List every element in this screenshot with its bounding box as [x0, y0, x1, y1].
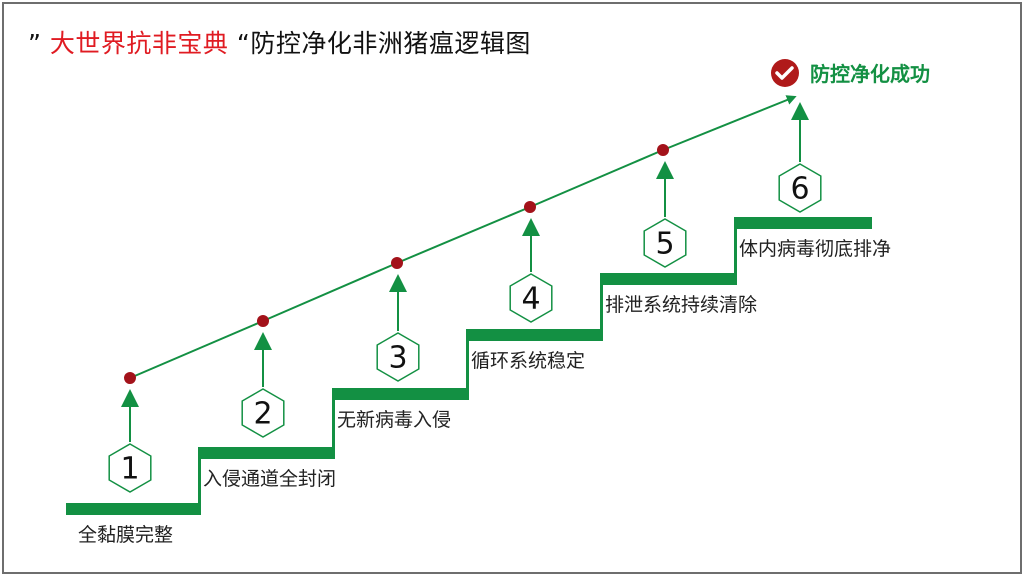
milestone-dot: [124, 372, 136, 384]
step-riser: [198, 447, 201, 515]
step-number: 3: [388, 341, 407, 376]
step-riser: [466, 329, 469, 400]
step-bar: [600, 273, 736, 285]
step-label: 排泄系统持续清除: [605, 294, 757, 316]
title-rest: 防控净化非洲猪瘟逻辑图: [250, 29, 531, 58]
title-close-quote: “: [236, 29, 251, 58]
hexagon-badge: [376, 332, 420, 382]
hexagon-badge: [643, 218, 687, 268]
step-label: 全黏膜完整: [78, 524, 173, 546]
step-1: 1 全黏膜完整: [66, 372, 200, 546]
step-4: 4 循环系统稳定: [466, 201, 602, 400]
goal-label: 防控净化成功: [810, 62, 930, 86]
step-riser: [332, 388, 335, 459]
hexagon-badge: [241, 388, 285, 438]
step-2: 2 入侵通道全封闭: [198, 315, 336, 515]
step-bar: [466, 329, 602, 341]
trend-line-segment: [529, 149, 664, 208]
step-label: 无新病毒入侵: [337, 409, 451, 431]
step-bar: [734, 217, 872, 229]
milestone-dot: [257, 315, 269, 327]
step-bar: [332, 388, 468, 400]
title-open-quote: ”: [28, 29, 42, 58]
trend-line-segment: [396, 206, 531, 264]
milestone-dot: [391, 257, 403, 269]
milestone-dot: [657, 144, 669, 156]
trend-line-segment: [262, 262, 398, 322]
step-number: 6: [790, 172, 809, 207]
step-label: 入侵通道全封闭: [203, 468, 336, 490]
step-number: 1: [120, 452, 139, 487]
hexagon-badge: [108, 443, 152, 493]
milestone-dot: [524, 201, 536, 213]
step-number: 4: [521, 282, 540, 317]
trend-line-segment: [129, 320, 264, 379]
step-number: 5: [655, 227, 674, 262]
trend-arrow-to-goal: [662, 95, 797, 151]
step-6: 6 体内病毒彻底排净: [734, 102, 891, 285]
step-5: 5 排泄系统持续清除: [600, 144, 757, 341]
page-title: ” 大世界抗非宝典 “防控净化非洲猪瘟逻辑图: [28, 24, 531, 60]
step-label: 循环系统稳定: [471, 350, 585, 372]
checkmark-icon: [775, 66, 794, 80]
step-number: 2: [253, 397, 272, 432]
step-riser: [734, 217, 737, 285]
title-highlight: 大世界抗非宝典: [49, 29, 229, 58]
step-3: 3 无新病毒入侵: [332, 257, 468, 459]
hexagon-badge: [778, 163, 822, 213]
step-bar: [198, 447, 332, 459]
step-label: 体内病毒彻底排净: [739, 238, 891, 260]
hexagon-badge: [509, 273, 553, 323]
step-riser: [600, 273, 603, 341]
step-bar: [66, 503, 200, 515]
